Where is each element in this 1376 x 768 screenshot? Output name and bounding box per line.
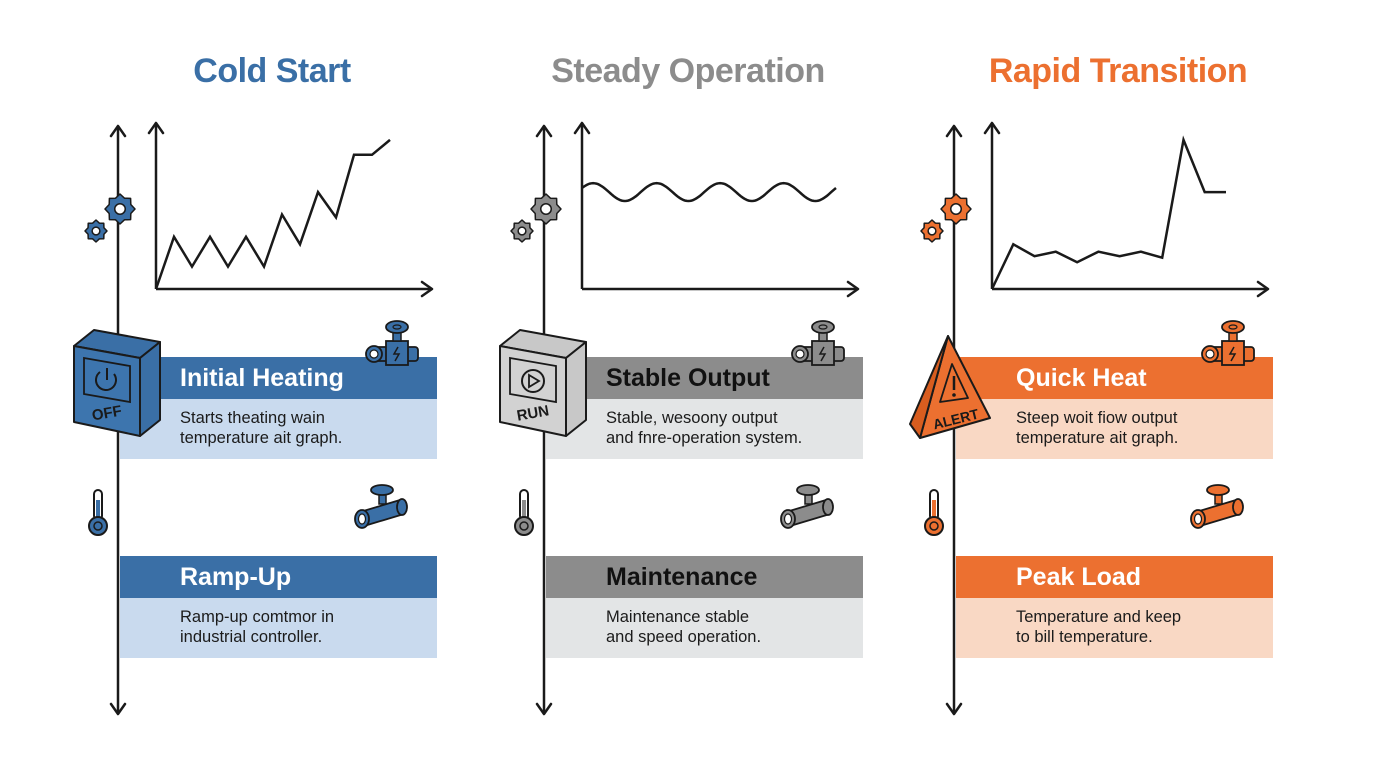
column-title-rapid: Rapid Transition [988, 52, 1248, 90]
stage-description-cold-1: Ramp-up comtmor in industrial controller. [120, 598, 437, 658]
timeline-arrow-up [945, 124, 963, 138]
stage-header-cold-0: Initial Heating [120, 357, 437, 399]
chart-y-arrow [983, 121, 1001, 135]
stage-description-steady-0: Stable, wesoony output and fnre-operation… [546, 399, 863, 459]
valve-actuator-icon [365, 320, 419, 366]
description-line: and fnre-operation system. [606, 429, 803, 447]
description-line: temperature ait graph. [1016, 429, 1179, 447]
chart-y-arrow [147, 121, 165, 135]
description-line: to bill temperature. [1016, 628, 1153, 646]
stage-description-steady-1: Maintenance stable and speed operation. [546, 598, 863, 658]
run-switch-box-icon: RUN [499, 329, 587, 437]
gear-icon-small [84, 219, 108, 243]
gear-icon-large [530, 193, 562, 225]
stage-header-steady-1: Maintenance [546, 556, 863, 598]
stage-title: Maintenance [606, 562, 758, 591]
stage-header-cold-1: Ramp-Up [120, 556, 437, 598]
timeline-arrow-down [535, 702, 553, 716]
stage-title: Stable Output [606, 363, 770, 392]
stage-description-rapid-0: Steep woit fiow output temperature ait gr… [956, 399, 1273, 459]
gear-icon-large [940, 193, 972, 225]
pipe-valve-icon [354, 484, 408, 529]
pipe-valve-icon [1190, 484, 1244, 529]
chart-series-line-steady [581, 181, 837, 203]
thermometer-icon [88, 489, 108, 536]
stage-header-steady-0: Stable Output [546, 357, 863, 399]
description-line: Starts theating wain [180, 409, 325, 427]
chart-series-line-cold [154, 138, 391, 290]
description-line: industrial controller. [180, 628, 323, 646]
chart-x-arrow [846, 280, 860, 298]
stage-header-rapid-0: Quick Heat [956, 357, 1273, 399]
chart-y-arrow [573, 121, 591, 135]
pipe-valve-icon [780, 484, 834, 529]
gear-icon-large [104, 193, 136, 225]
timeline-arrow-down [945, 702, 963, 716]
description-line: Ramp-up comtmor in [180, 608, 335, 626]
column-title-steady: Steady Operation [551, 52, 825, 90]
valve-actuator-icon [791, 320, 845, 366]
gear-icon-small [510, 219, 534, 243]
chart-series-line-rapid [990, 135, 1226, 290]
stage-header-rapid-1: Peak Load [956, 556, 1273, 598]
description-line: and speed operation. [606, 628, 762, 646]
description-line: Temperature and keep [1016, 608, 1182, 626]
stage-title: Peak Load [1016, 562, 1142, 591]
status-label: OFF [91, 403, 123, 425]
column-title-cold: Cold Start [193, 52, 351, 90]
thermometer-icon [924, 489, 944, 536]
status-label: RUN [515, 402, 550, 424]
description-line: temperature ait graph. [180, 429, 343, 447]
stage-title: Initial Heating [180, 363, 344, 392]
valve-actuator-icon [1201, 320, 1255, 366]
chart-x-arrow [420, 280, 434, 298]
thermometer-icon [514, 489, 534, 536]
description-line: Stable, wesoony output [606, 409, 778, 427]
description-line: Maintenance stable [606, 608, 750, 626]
timeline-arrow-up [535, 124, 553, 138]
gear-icon-small [920, 219, 944, 243]
stage-description-cold-0: Starts theating wain temperature ait grap… [120, 399, 437, 459]
alert-triangle-icon: ALERT [909, 335, 991, 439]
stage-title: Quick Heat [1016, 363, 1147, 392]
stage-title: Ramp-Up [180, 562, 292, 591]
chart-x-arrow [1256, 280, 1270, 298]
timeline-arrow-down [109, 702, 127, 716]
timeline-arrow-up [109, 124, 127, 138]
description-line: Steep woit fiow output [1016, 409, 1178, 427]
stage-description-rapid-1: Temperature and keep to bill temperature. [956, 598, 1273, 658]
off-switch-box-icon: OFF [73, 329, 161, 437]
